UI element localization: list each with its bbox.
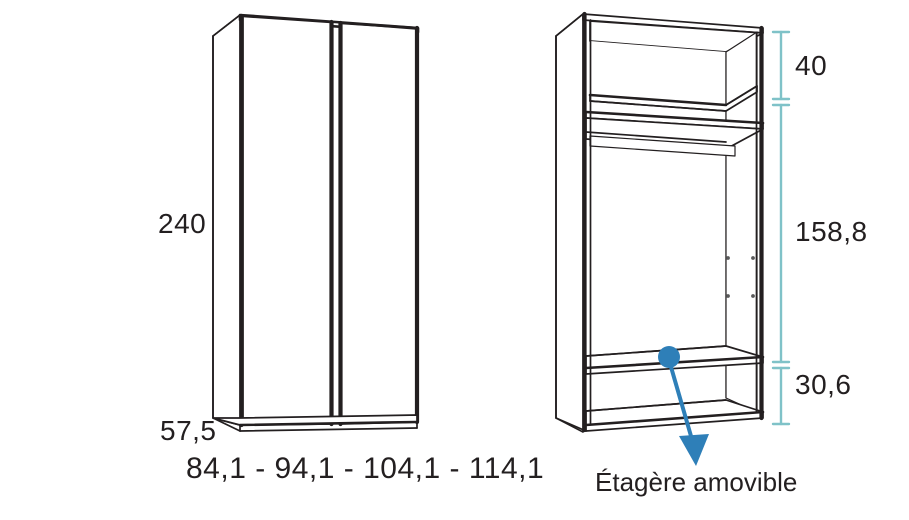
- removable-shelf-callout: [658, 346, 709, 466]
- top-shelf-under-line: [589, 100, 727, 112]
- left-wardrobe-view: 240 57,5 84,1 - 94,1 - 104,1 - 114,1: [158, 13, 544, 485]
- base-side-diagonal: [212, 417, 241, 432]
- dimension-label-40: 40: [795, 50, 827, 81]
- door-left: [242, 15, 332, 426]
- right-wardrobe-view: [555, 11, 765, 433]
- callout-label: Étagère amovible: [595, 467, 797, 497]
- callout-leader-line: [667, 359, 695, 444]
- left-view-side-panel: [212, 14, 241, 426]
- peg-hole: [751, 294, 755, 298]
- removable-shelf-back-edge: [585, 345, 727, 357]
- door-left-top: [241, 14, 333, 24]
- height-dimension-label: 240: [158, 208, 206, 239]
- callout-arrow-head: [679, 434, 709, 466]
- carcass-side-panel: [555, 13, 584, 433]
- width-options-label: 84,1 - 94,1 - 104,1 - 114,1: [186, 452, 544, 485]
- callout-anchor-dot: [658, 346, 680, 368]
- top-shelf-right-diagonal: [725, 85, 758, 106]
- side-panel-top-diagonal: [212, 14, 241, 37]
- bottom-board: [555, 399, 765, 432]
- door-right-top: [339, 21, 419, 30]
- hang-shelf-bottom-edge: [585, 131, 727, 143]
- hang-shelf-front-edge: [584, 110, 765, 125]
- peg-hole: [726, 294, 730, 298]
- bottom-board-front-edge: [584, 410, 765, 427]
- top-shelf-front-line: [588, 93, 728, 107]
- base-bottom-edge: [239, 427, 418, 432]
- peg-hole: [726, 256, 730, 260]
- door-right: [340, 22, 419, 425]
- shelf-peg-holes: [726, 256, 755, 298]
- bottom-board-back-edge: [585, 399, 727, 412]
- dimension-chain: [771, 30, 791, 426]
- depth-dimension-label: 57,5: [160, 415, 217, 446]
- bottom-board-side-diagonal: [555, 417, 587, 432]
- carcass-side-top-diagonal: [555, 13, 584, 37]
- base-front-edge: [238, 420, 419, 427]
- dimension-label-30-6: 30,6: [795, 369, 852, 400]
- dimension-label-158-8: 158,8: [795, 216, 868, 247]
- side-panel-face: [212, 14, 241, 426]
- peg-hole: [751, 256, 755, 260]
